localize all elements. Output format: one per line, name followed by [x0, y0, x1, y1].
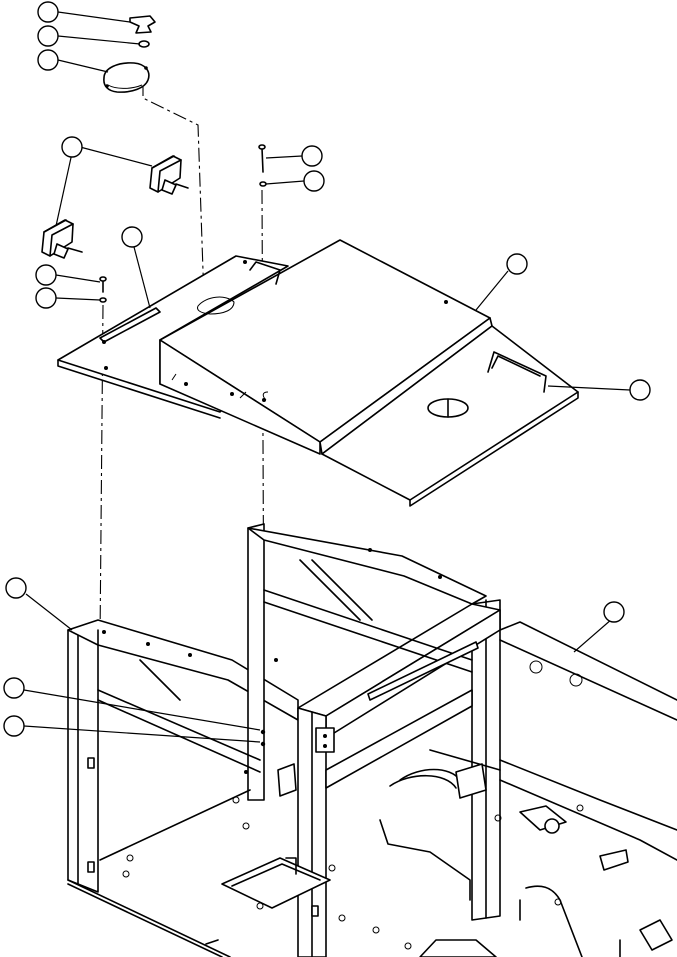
cover-plate-part — [103, 62, 150, 93]
knob-part — [129, 15, 156, 34]
knob-callout[interactable] — [37, 1, 59, 23]
handle-callout[interactable] — [629, 379, 651, 401]
callouts — [3, 1, 651, 737]
floor-plate-callout[interactable] — [603, 601, 625, 623]
frame-left-callout[interactable] — [5, 577, 27, 599]
canopy-roof-part — [57, 239, 579, 507]
bracket-holes-upper-callout[interactable] — [3, 677, 25, 699]
light-assembly-callout[interactable] — [61, 136, 83, 158]
callout-leaders — [23, 11, 631, 743]
trim-strip-callout[interactable] — [121, 226, 143, 248]
washer-top-part — [138, 40, 150, 48]
light-upper-part — [149, 155, 189, 195]
floor-plate-part — [67, 621, 677, 957]
washer-right-callout[interactable] — [303, 170, 325, 192]
bolt-right-part — [258, 144, 267, 187]
bolt-right-callout[interactable] — [301, 145, 323, 167]
bolt-left-callout[interactable] — [35, 264, 57, 286]
canopy-roof-callout[interactable] — [506, 253, 528, 275]
bracket-holes-lower-callout[interactable] — [3, 715, 25, 737]
cover-plate-callout[interactable] — [37, 49, 59, 71]
light-lower-part — [41, 219, 83, 259]
washer-top-callout[interactable] — [37, 25, 59, 47]
washer-left-callout[interactable] — [35, 287, 57, 309]
rollover-frame-part — [67, 523, 501, 957]
bolt-left-part — [99, 276, 107, 303]
